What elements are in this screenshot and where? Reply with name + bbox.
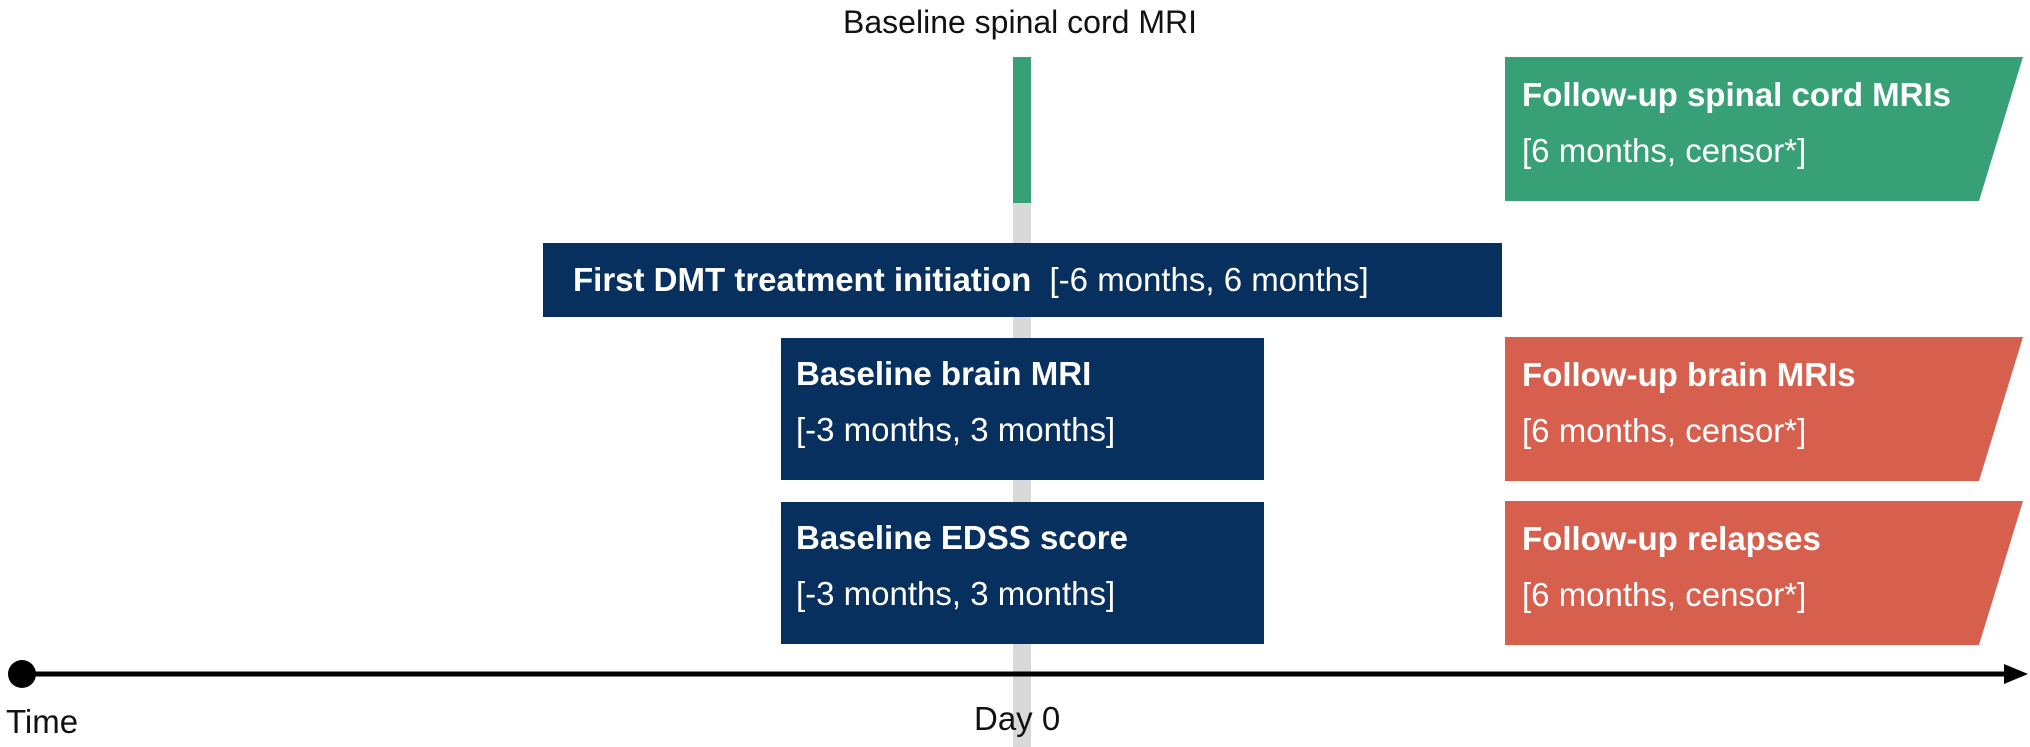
baseline-spinal-mri-marker (1013, 57, 1031, 203)
baseline-edss-window: [-3 months, 3 months] (796, 575, 1116, 612)
baseline-spinal-mri-label: Baseline spinal cord MRI (843, 4, 1197, 40)
followup-spinal-shape (1505, 57, 2023, 201)
followup-spinal-mri-title: Follow-up spinal cord MRIs (1522, 76, 1951, 113)
dmt-initiation-box: First DMT treatment initiation [-6 month… (543, 243, 1502, 317)
timeline-arrowhead (2004, 664, 2028, 684)
followup-spinal-mri-tag: Follow-up spinal cord MRIs [6 months, ce… (1505, 57, 2023, 201)
followup-relapses-title: Follow-up relapses (1522, 520, 1821, 557)
baseline-brain-mri-title: Baseline brain MRI (796, 355, 1092, 392)
followup-relapses-tag: Follow-up relapses [6 months, censor*] (1505, 501, 2023, 645)
timeline-axis (8, 660, 2028, 688)
dmt-initiation-window: [-6 months, 6 months] (1049, 261, 1369, 298)
day0-label: Day 0 (974, 700, 1061, 737)
time-axis-label: Time (6, 703, 79, 740)
followup-brain-mri-tag: Follow-up brain MRIs [6 months, censor*] (1505, 337, 2023, 481)
timeline-start-dot (8, 660, 36, 688)
dmt-initiation-title: First DMT treatment initiation (573, 261, 1032, 298)
followup-relapses-shape (1505, 501, 2023, 645)
followup-spinal-mri-window: [6 months, censor*] (1522, 132, 1807, 169)
followup-brain-mri-window: [6 months, censor*] (1522, 412, 1807, 449)
baseline-edss-title: Baseline EDSS score (796, 519, 1128, 556)
followup-brain-shape (1505, 337, 2023, 481)
followup-brain-mri-title: Follow-up brain MRIs (1522, 356, 1856, 393)
baseline-brain-mri-window: [-3 months, 3 months] (796, 411, 1116, 448)
baseline-edss-box: Baseline EDSS score [-3 months, 3 months… (781, 502, 1264, 644)
followup-relapses-window: [6 months, censor*] (1522, 576, 1807, 613)
baseline-brain-mri-box: Baseline brain MRI [-3 months, 3 months] (781, 338, 1264, 480)
